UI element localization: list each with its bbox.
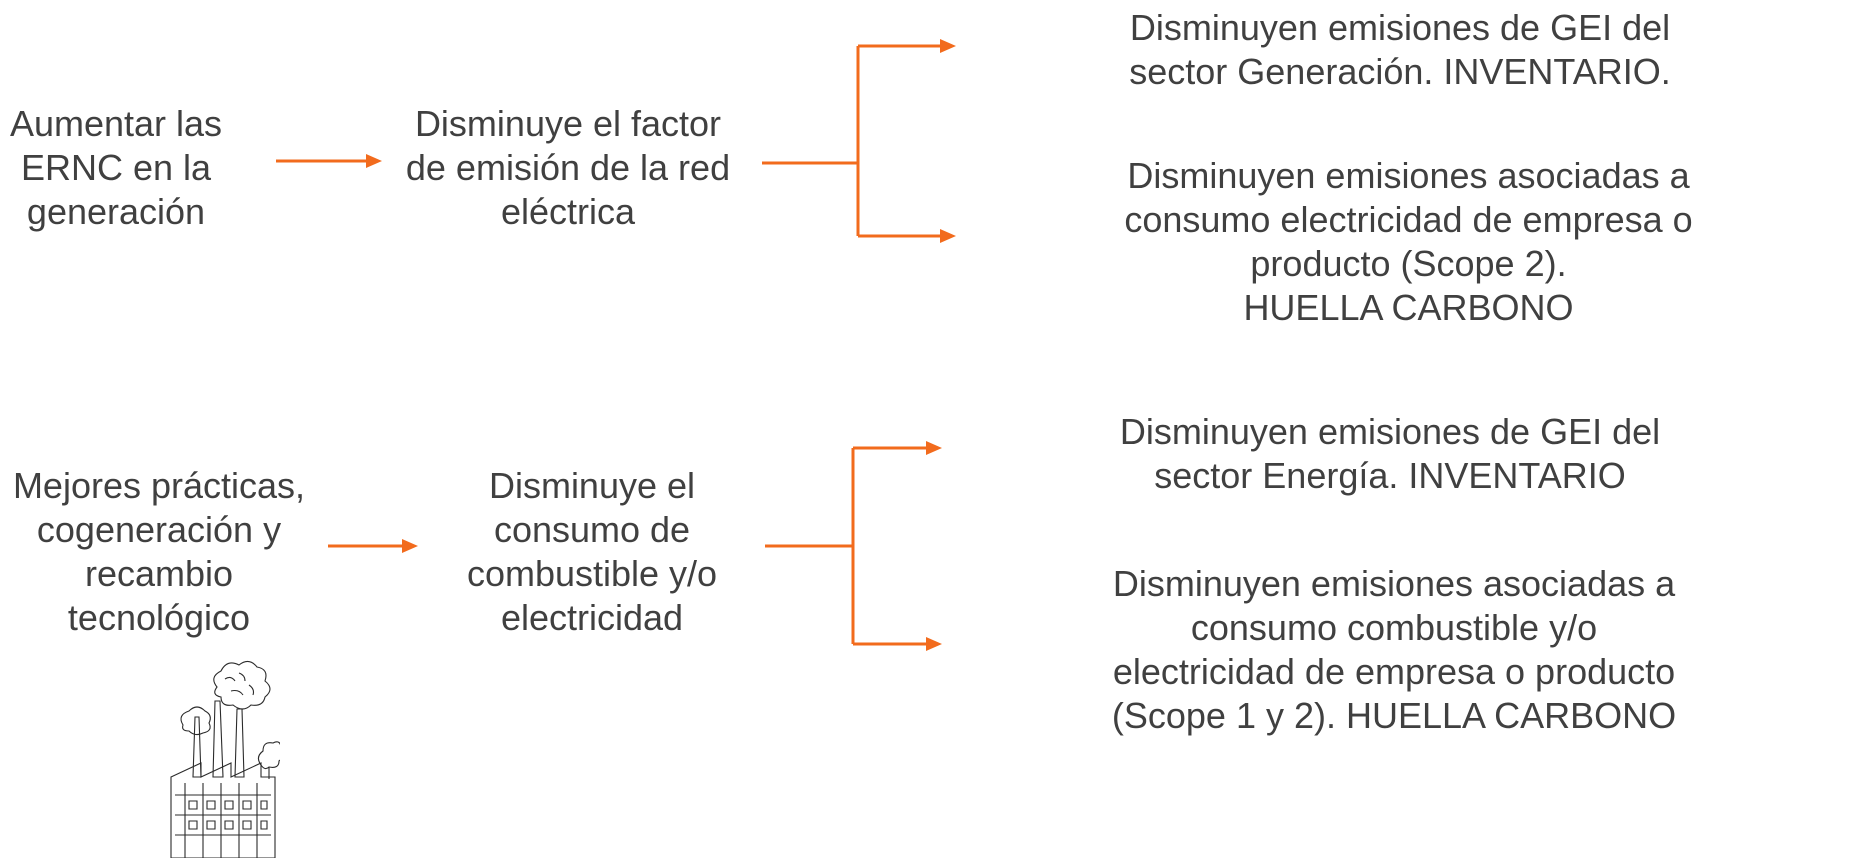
arrowhead-row1-outcome-bottom <box>940 229 956 243</box>
arrowhead-row2-cause-to-effect <box>402 539 418 553</box>
row2-cause: Mejores prácticas, cogeneración y recamb… <box>12 465 306 638</box>
arrowhead-row2-outcome-bottom <box>926 637 942 651</box>
factory-sketch-illustration <box>170 660 280 858</box>
row2-effect: Disminuye el consumo de combustible y/o … <box>466 465 718 638</box>
row2-outcome-top: Disminuyen emisiones de GEI del sector E… <box>1119 411 1661 496</box>
row1-outcome-bottom: Disminuyen emisiones asociadas a consumo… <box>1124 155 1693 328</box>
arrowhead-row1-outcome-top <box>940 39 956 53</box>
arrowhead-row2-outcome-top <box>926 441 942 455</box>
row1-effect: Disminuye el factor de emisión de la red… <box>405 103 731 232</box>
row1-outcome-top: Disminuyen emisiones de GEI del sector G… <box>1129 7 1671 92</box>
row2-outcome-bottom: Disminuyen emisiones asociadas a consumo… <box>1111 563 1677 736</box>
arrowhead-row1-cause-to-effect <box>366 154 382 168</box>
row1-cause: Aumentar las ERNC en la generación <box>9 103 223 232</box>
